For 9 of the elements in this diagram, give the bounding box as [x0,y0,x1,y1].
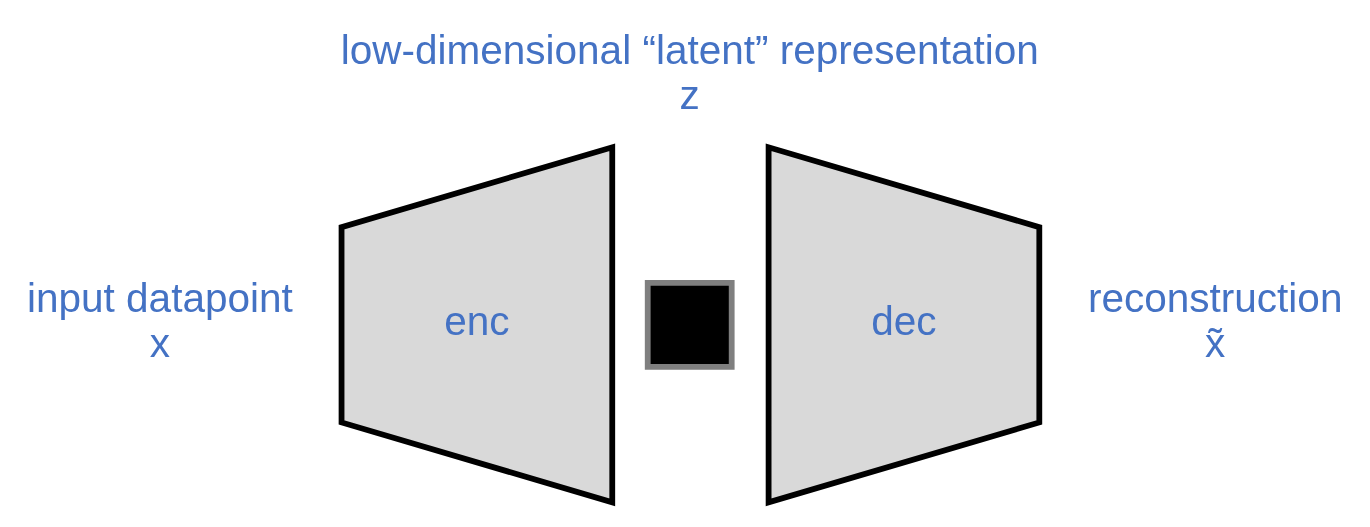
node-box: enc [338,142,616,506]
node-label: low-dimensional “latent” representation [340,26,1039,73]
node-label: reconstruction [1087,274,1343,321]
node-box [644,279,735,370]
node-label: x̃ [1205,319,1226,366]
node-label: input datapoint [26,274,293,321]
node-label: z [679,71,700,118]
node-label: x [149,319,170,366]
node-box: dec [765,142,1043,506]
